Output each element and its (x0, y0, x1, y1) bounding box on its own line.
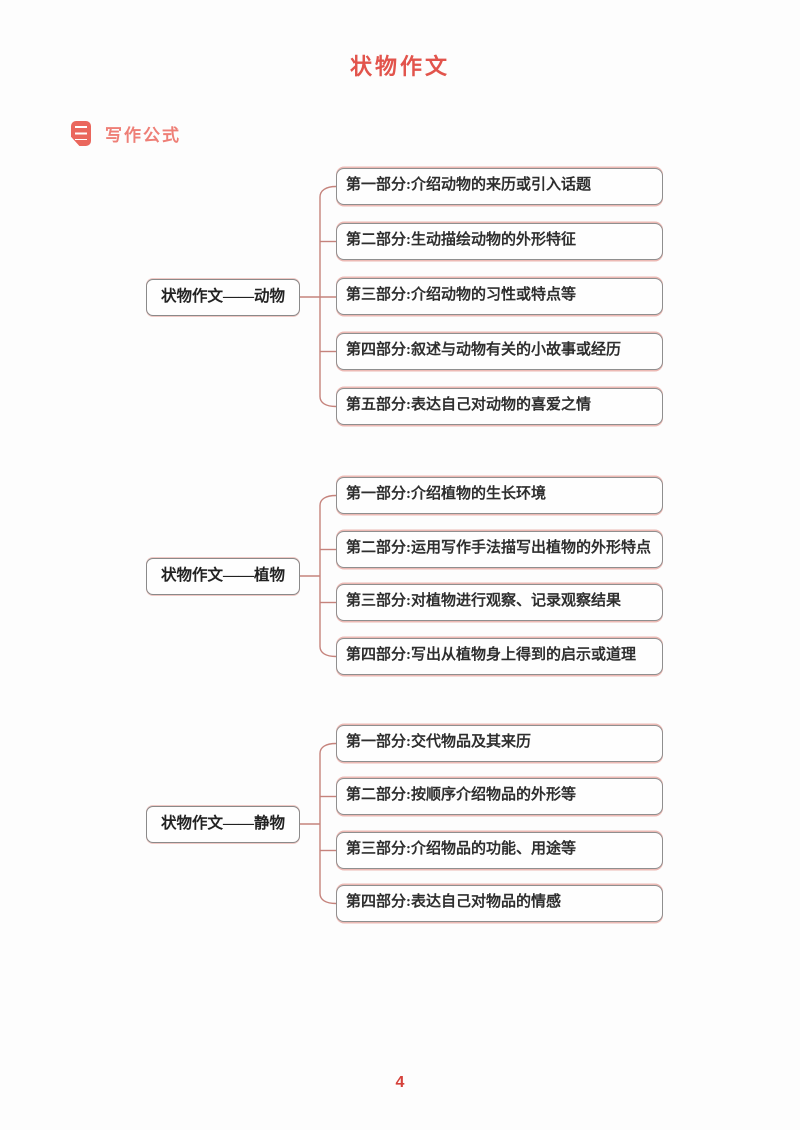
page-number: 4 (395, 1074, 405, 1091)
branch-box-plant-3: 第三部分:对植物进行观察、记录观察结果 (336, 584, 663, 621)
root-box-plant: 状物作文——植物 (146, 558, 300, 595)
section-heading: 写作公式 (71, 121, 181, 146)
branch-box-animal-1: 第一部分:介绍动物的来历或引入话题 (336, 168, 663, 205)
memo-icon (71, 121, 91, 146)
branch-box-animal-3: 第三部分:介绍动物的习性或特点等 (336, 278, 663, 315)
page-title: 状物作文 (349, 54, 450, 79)
branch-box-animal-2: 第二部分:生动描绘动物的外形特征 (336, 223, 663, 260)
branch-box-plant-4: 第四部分:写出从植物身上得到的启示或道理 (336, 638, 663, 675)
branch-box-still-object-3: 第三部分:介绍物品的功能、用途等 (336, 832, 663, 869)
branch-box-still-object-4: 第四部分:表达自己对物品的情感 (336, 885, 663, 922)
branch-box-animal-5: 第五部分:表达自己对动物的喜爱之情 (336, 388, 663, 425)
branch-box-still-object-1: 第一部分:交代物品及其来历 (336, 725, 663, 762)
branch-box-animal-4: 第四部分:叙述与动物有关的小故事或经历 (336, 333, 663, 370)
section-heading-label: 写作公式 (105, 126, 181, 145)
branch-box-plant-1: 第一部分:介绍植物的生长环境 (336, 477, 663, 514)
root-box-animal: 状物作文——动物 (146, 279, 300, 316)
root-box-still-object: 状物作文——静物 (146, 806, 300, 843)
branch-box-plant-2: 第二部分:运用写作手法描写出植物的外形特点 (336, 531, 663, 568)
branch-box-still-object-2: 第二部分:按顺序介绍物品的外形等 (336, 778, 663, 815)
